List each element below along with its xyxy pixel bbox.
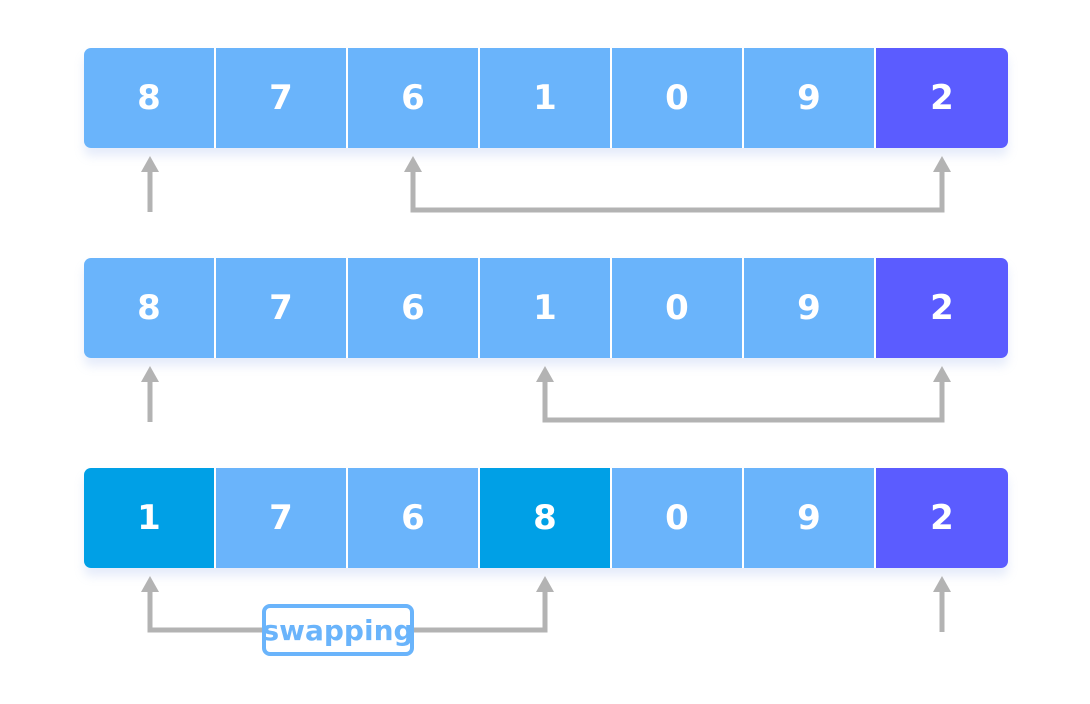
row1-pointer-i-head bbox=[141, 156, 159, 172]
array-cell: 1 bbox=[480, 48, 612, 148]
row3-swap-head-left bbox=[141, 576, 159, 592]
array-cell: 2 bbox=[876, 468, 1008, 568]
array-cell: 7 bbox=[216, 468, 348, 568]
array-cell: 9 bbox=[744, 258, 876, 358]
row1-compare-head-right bbox=[933, 156, 951, 172]
array-cell: 0 bbox=[612, 468, 744, 568]
row3-swap-head-right bbox=[536, 576, 554, 592]
array-cell: 6 bbox=[348, 468, 480, 568]
array-cell: 7 bbox=[216, 258, 348, 358]
array-cell: 2 bbox=[876, 258, 1008, 358]
row2-compare-connector bbox=[542, 378, 945, 423]
array-cell: 6 bbox=[348, 48, 480, 148]
swapping-label: swapping bbox=[262, 604, 414, 656]
row1-compare-connector bbox=[410, 168, 945, 213]
row2-pointer-i-head bbox=[141, 366, 159, 382]
array-cell: 9 bbox=[744, 48, 876, 148]
array-cell: 1 bbox=[84, 468, 216, 568]
row1-compare-head-left bbox=[404, 156, 422, 172]
array-cell: 6 bbox=[348, 258, 480, 358]
array-cell: 8 bbox=[84, 258, 216, 358]
array-cell: 0 bbox=[612, 48, 744, 148]
array-cell: 7 bbox=[216, 48, 348, 148]
array-cell: 1 bbox=[480, 258, 612, 358]
row2-compare-head-right bbox=[933, 366, 951, 382]
row3-pointer-pivot-head bbox=[933, 576, 951, 592]
row2-compare-head-left bbox=[536, 366, 554, 382]
array-cell: 9 bbox=[744, 468, 876, 568]
array-cell: 2 bbox=[876, 48, 1008, 148]
array-cell: 8 bbox=[84, 48, 216, 148]
array-cell: 8 bbox=[480, 468, 612, 568]
array-cell: 0 bbox=[612, 258, 744, 358]
